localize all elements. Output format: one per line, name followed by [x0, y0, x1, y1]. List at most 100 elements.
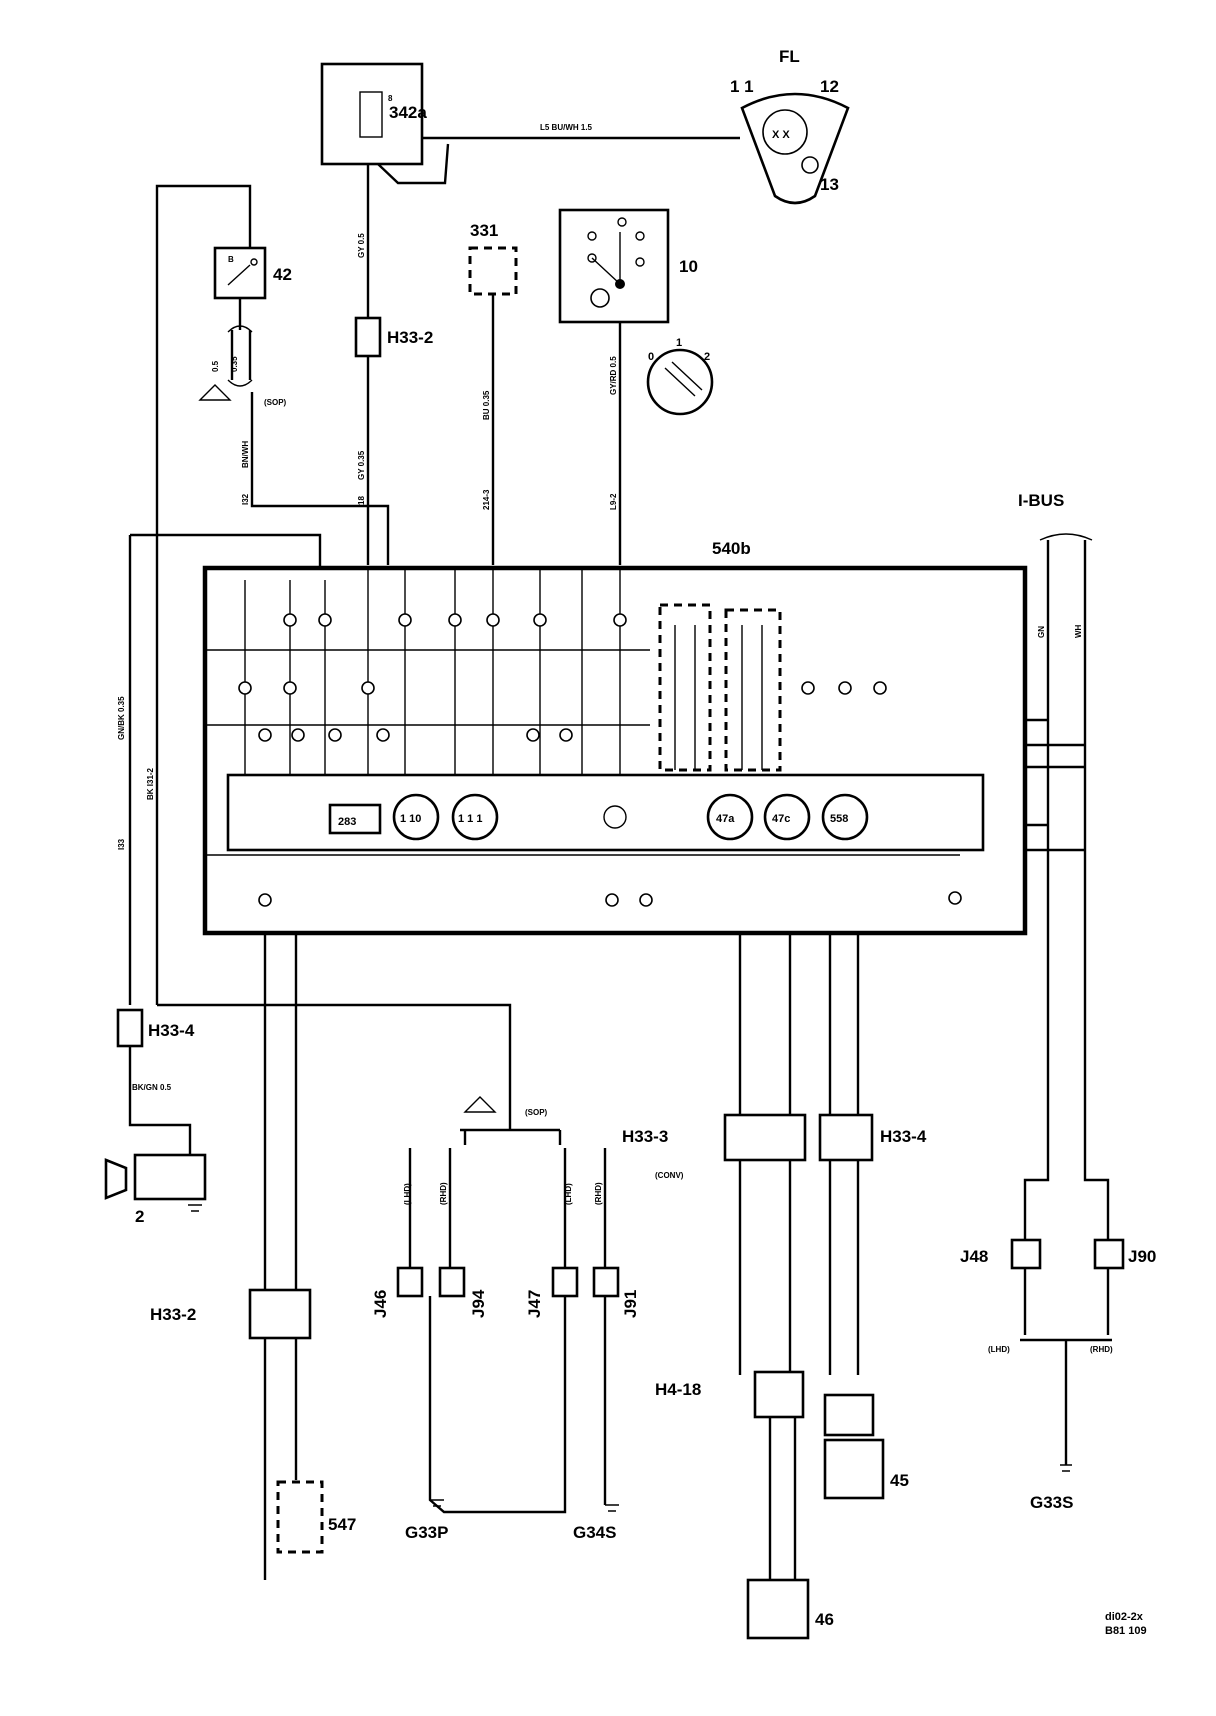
wire-gyrd-label: GY/RD 0.5 [609, 356, 618, 395]
ground-icons [188, 1204, 1072, 1512]
j91-box [592, 1266, 620, 1298]
warning-triangle-icon [198, 384, 232, 401]
conv-label-1: (CONV) [655, 1171, 684, 1180]
fuse-342a-label: 342a [389, 103, 427, 122]
j48-box [1010, 1238, 1042, 1270]
j46-box [396, 1266, 424, 1298]
conn-h33-2-bottom [248, 1288, 312, 1340]
unit-540b: 540b 283 1 10 1 1 1 47a 47c 558 [202, 539, 1028, 936]
switch-10-label: 10 [679, 257, 698, 276]
lamp-12-label: 12 [820, 77, 839, 96]
j94-box [438, 1266, 466, 1298]
comp-547 [276, 1480, 324, 1554]
j47-box [551, 1266, 579, 1298]
svg-text:X X: X X [772, 129, 790, 141]
wire-bnwh-label: BN/WH [241, 441, 250, 468]
g33s-label: G33S [1030, 1493, 1073, 1512]
conn-h33-4-left [116, 1008, 144, 1048]
conn-h4-18-label: H4-18 [655, 1380, 701, 1399]
gauge-558: 558 [830, 813, 848, 825]
ibus-label: I-BUS [1018, 491, 1064, 510]
rhd-label-2: (RHD) [594, 1182, 603, 1205]
footer-code: di02-2x [1105, 1611, 1144, 1623]
fuse-terminal-label: 8 [388, 94, 393, 103]
conn-h33-3 [723, 1113, 807, 1162]
conn-h33-3-label: H33-3 [622, 1127, 668, 1146]
lamp-fl-label: FL [779, 47, 800, 66]
wire-bk-label: BK I31-2 [146, 767, 155, 800]
wire-i33-label: I33 [117, 838, 126, 850]
relay-pin-b: B [228, 255, 234, 264]
svg-text:0.5: 0.5 [211, 360, 220, 372]
rhd-label-1: (RHD) [439, 1182, 448, 1205]
lamp-13-label: 13 [820, 175, 839, 194]
switch-10: 10 [558, 208, 698, 324]
conn-h4-18 [753, 1370, 805, 1419]
gauge-110: 1 10 [400, 813, 421, 825]
conn-h33-4-right [818, 1113, 874, 1162]
wire-horn-label: BK/GN 0.5 [132, 1083, 172, 1092]
comp-547-label: 547 [328, 1515, 356, 1534]
sensor-45 [823, 1438, 885, 1500]
conn-h33-4-left-label: H33-4 [148, 1021, 195, 1040]
wire-l92-label: L9-2 [609, 493, 618, 510]
wire-gy035-label: GY 0.35 [357, 450, 366, 480]
wire-18-label: 18 [357, 496, 366, 505]
j46-label: J46 [371, 1290, 390, 1318]
wire-fuse-return [377, 143, 450, 185]
sensor-46 [746, 1578, 810, 1640]
dial-1-label: 1 [676, 337, 682, 349]
lamp-11-label: 1 1 [730, 77, 754, 96]
gauge-47c: 47c [772, 813, 790, 825]
conn-h33-2-top-label: H33-2 [387, 328, 433, 347]
wire-i32-label: I32 [241, 493, 250, 505]
gauge-47a: 47a [716, 813, 735, 825]
g33p-label: G33P [405, 1523, 448, 1542]
sop-label-top: (SOP) [264, 398, 287, 407]
sop-label-bottom: (SOP) [525, 1108, 548, 1117]
lhd-label-2: (LHD) [564, 1183, 573, 1205]
dial-0-label: 0 [648, 351, 654, 363]
footer-sub: B81 109 [1105, 1625, 1147, 1637]
j48-label: J48 [960, 1247, 988, 1266]
wire-top-label: L5 BU/WH 1.5 [540, 123, 593, 132]
sensor-45-label: 45 [890, 1471, 909, 1490]
ibus-wires [1046, 540, 1087, 1005]
relay-42-label: 42 [273, 265, 292, 284]
conn-h33-2-top [354, 316, 382, 358]
relay-42: B 42 [213, 246, 292, 300]
gauge-283: 283 [338, 816, 356, 828]
conn-h33-2-bottom-label: H33-2 [150, 1305, 196, 1324]
dial-2-label: 2 [704, 351, 710, 363]
j90-box [1093, 1238, 1125, 1270]
wire-gn-label: GN [1037, 626, 1046, 638]
g34s-label: G34S [573, 1523, 616, 1542]
horn-2: 2 [104, 1153, 207, 1226]
wire-gnbk-label: GN/BK 0.35 [117, 696, 126, 740]
wire-relay-feed [155, 184, 252, 1005]
conn-h33-4-right-label: H33-4 [880, 1127, 927, 1146]
conn-h4-18-b [823, 1393, 875, 1437]
gauge-111: 1 1 1 [458, 813, 482, 825]
module-331-label: 331 [470, 221, 498, 240]
lhd-label-1: (LHD) [403, 1183, 412, 1205]
dial-knob: 0 1 2 [646, 337, 714, 416]
fuse-342a: 342a 8 [320, 62, 427, 166]
wire-wh-label: WH [1074, 624, 1083, 638]
svg-text:0.35: 0.35 [230, 356, 239, 372]
wire-214-label: 214-3 [482, 489, 491, 510]
j90-label: J90 [1128, 1247, 1156, 1266]
lamp-fl: X X FL 1 1 12 13 [730, 47, 850, 205]
module-331 [468, 246, 518, 296]
lhd-label-3: (LHD) [988, 1345, 1010, 1354]
wire-relay-to-540b [250, 392, 390, 565]
horn-2-label: 2 [135, 1207, 144, 1226]
wire-bu035-label: BU 0.35 [482, 390, 491, 420]
wire-gy05-label: GY 0.5 [357, 233, 366, 258]
unit-540b-label: 540b [712, 539, 751, 558]
j47-label: J47 [525, 1290, 544, 1318]
j94-label: J94 [469, 1289, 488, 1318]
j91-label: J91 [621, 1290, 640, 1318]
